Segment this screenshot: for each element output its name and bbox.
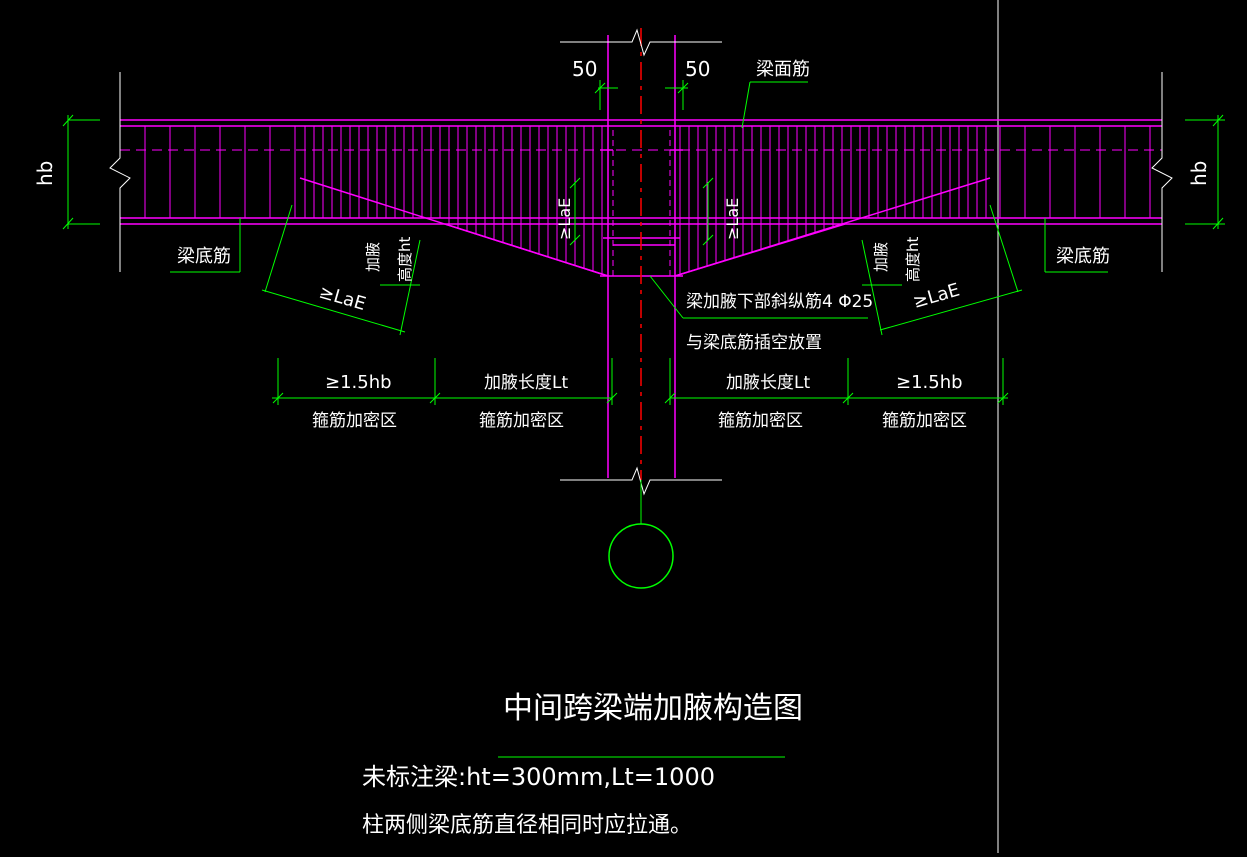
dimension-lines bbox=[62, 80, 1225, 758]
drawing-title: 中间跨梁端加腋构造图 bbox=[503, 691, 803, 726]
dim-15hb-right: ≥1.5hb bbox=[896, 372, 963, 393]
dim-lt-left: 加腋长度Lt bbox=[484, 373, 568, 393]
lae-right-label: ≥LaE bbox=[911, 280, 962, 313]
note-line-1: 未标注梁:ht=300mm,Lt=1000 bbox=[362, 763, 715, 791]
bottom-bar-right-label: 梁底筋 bbox=[1056, 246, 1110, 267]
lae-inner-right-label: ≥LaE bbox=[723, 198, 742, 240]
note-line-2: 柱两侧梁底筋直径相同时应拉通。 bbox=[362, 813, 692, 838]
haunch-left-label-b: 高度ht bbox=[396, 236, 414, 282]
top-bar-label: 梁面筋 bbox=[756, 59, 810, 80]
bottom-bar-left-label: 梁底筋 bbox=[177, 246, 231, 267]
dim-50-right: 50 bbox=[685, 57, 710, 81]
diag-bar-note-1: 梁加腋下部斜纵筋4 Φ25 bbox=[686, 292, 873, 312]
hb-left-label: hb bbox=[33, 161, 57, 186]
dim-50-left: 50 bbox=[572, 57, 597, 81]
haunch-left-label-a: 加腋 bbox=[364, 242, 382, 272]
zone-label-4: 箍筋加密区 bbox=[882, 411, 967, 431]
diag-bar-note-2: 与梁底筋插空放置 bbox=[686, 333, 822, 353]
axis-bubble bbox=[608, 523, 674, 589]
zone-label-1: 箍筋加密区 bbox=[312, 411, 397, 431]
haunch-right-label-a: 加腋 bbox=[872, 242, 890, 272]
dim-15hb-left: ≥1.5hb bbox=[325, 372, 392, 393]
stirrups bbox=[144, 126, 1151, 275]
lae-left-label: ≥LaE bbox=[317, 282, 368, 315]
haunch-right-label-b: 高度ht bbox=[904, 236, 922, 282]
zone-label-3: 箍筋加密区 bbox=[718, 411, 803, 431]
zone-label-2: 箍筋加密区 bbox=[479, 411, 564, 431]
hb-right-label: hb bbox=[1187, 161, 1211, 186]
lae-inner-left-label: ≥LaE bbox=[555, 198, 574, 240]
dim-lt-right: 加腋长度Lt bbox=[726, 373, 810, 393]
